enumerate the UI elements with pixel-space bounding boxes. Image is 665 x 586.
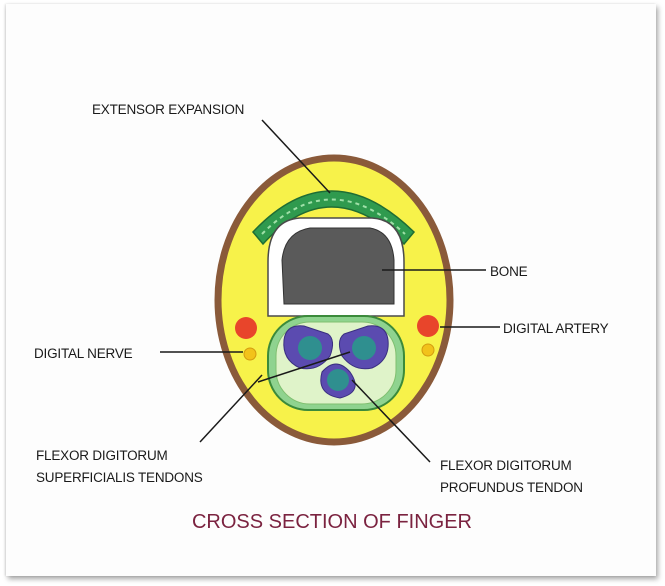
label-bone: BONE [490, 264, 528, 279]
label-digital-nerve: DIGITAL NERVE [34, 346, 133, 361]
label-fds-line1: FLEXOR DIGITORUM [36, 448, 168, 463]
fds-tendon-left-core [298, 336, 322, 360]
label-fds-line2: SUPERFICIALIS TENDONS [36, 470, 203, 485]
digital-nerve-left [244, 348, 256, 360]
diagram-caption: CROSS SECTION OF FINGER [192, 511, 472, 533]
label-fdp-line1: FLEXOR DIGITORUM [440, 458, 572, 473]
fdp-tendon-core [327, 369, 349, 391]
bone [282, 228, 394, 304]
label-fdp-line2: PROFUNDUS TENDON [440, 480, 583, 495]
digital-nerve-right [422, 344, 434, 356]
digital-artery-right [417, 315, 439, 337]
label-extensor-expansion: EXTENSOR EXPANSION [92, 102, 244, 117]
fds-tendon-right-core [352, 336, 376, 360]
label-digital-artery: DIGITAL ARTERY [503, 321, 609, 336]
leader-fds-1 [200, 375, 262, 442]
digital-artery-left [235, 317, 257, 339]
